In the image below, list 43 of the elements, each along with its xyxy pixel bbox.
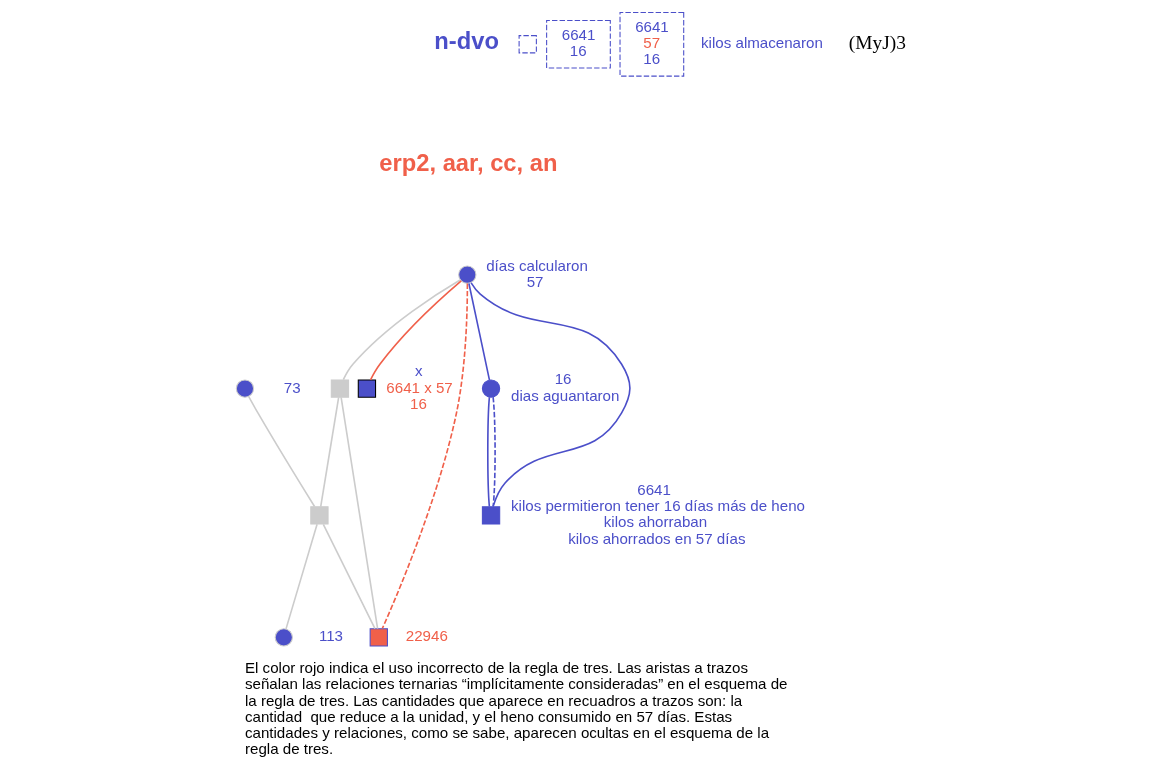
- label: n-dvo: [434, 28, 499, 55]
- connector: [342, 279, 461, 381]
- node-label: 22946: [405, 627, 448, 645]
- node-circle: [458, 265, 477, 284]
- connector: [285, 523, 318, 630]
- connector: [369, 280, 463, 381]
- node-label: 16: [410, 394, 427, 412]
- node-label: kilos permitieron tener 16 días más de heno: [511, 497, 805, 515]
- connector: [468, 282, 491, 381]
- node-box: [310, 506, 329, 525]
- connector: [492, 396, 496, 508]
- node-box: [369, 628, 388, 647]
- node-label: días calcularon: [486, 256, 588, 274]
- connector: [470, 282, 631, 508]
- node-label: kilos ahorraban: [603, 513, 708, 531]
- node-label: dias aguantaron: [511, 386, 620, 404]
- node-label: 6641: [637, 481, 671, 499]
- connector: [322, 523, 376, 630]
- node-label: 113: [318, 627, 343, 645]
- node-label: 73: [283, 378, 301, 396]
- node-circle: [481, 379, 501, 398]
- node-label: 57: [526, 272, 544, 290]
- connector: [487, 396, 491, 508]
- label: kilos almacenaron: [701, 34, 823, 52]
- connector: [319, 396, 340, 508]
- node-circle: [235, 379, 255, 398]
- node-box: [330, 379, 350, 398]
- node-label: 16: [554, 370, 572, 388]
- caption: El color rojo indica el uso incorrecto de la regla de tres. Las aristas a trazos señalan las relaciones ternarias “implícitamente consideradas” en el esquema de la regla de tres. Las cantidades que aparece en recuadros a trazos son: la cantidad que reduce a la unidad, y el heno consumido en 57 días. Estas cantidades y relaciones, como se sabe, aparecen ocultas en el esquema de la regla de tres.: [244, 659, 788, 758]
- node-box: [357, 379, 377, 398]
- connector: [340, 396, 379, 630]
- node-label: x: [414, 362, 423, 380]
- node-box: 6641 57 16: [619, 11, 685, 77]
- connector: [247, 395, 316, 508]
- label: erp2, aar, cc, an: [379, 149, 558, 176]
- node-label: 6641 x 57: [386, 378, 453, 396]
- node-circle: [274, 628, 293, 647]
- node-label: kilos ahorrados en 57 días: [568, 529, 746, 547]
- node-box: [518, 35, 537, 54]
- node-box: [481, 506, 501, 525]
- node-box: 6641 16: [546, 20, 611, 69]
- label: (MyJ)3: [848, 32, 907, 54]
- connector: [381, 282, 469, 630]
